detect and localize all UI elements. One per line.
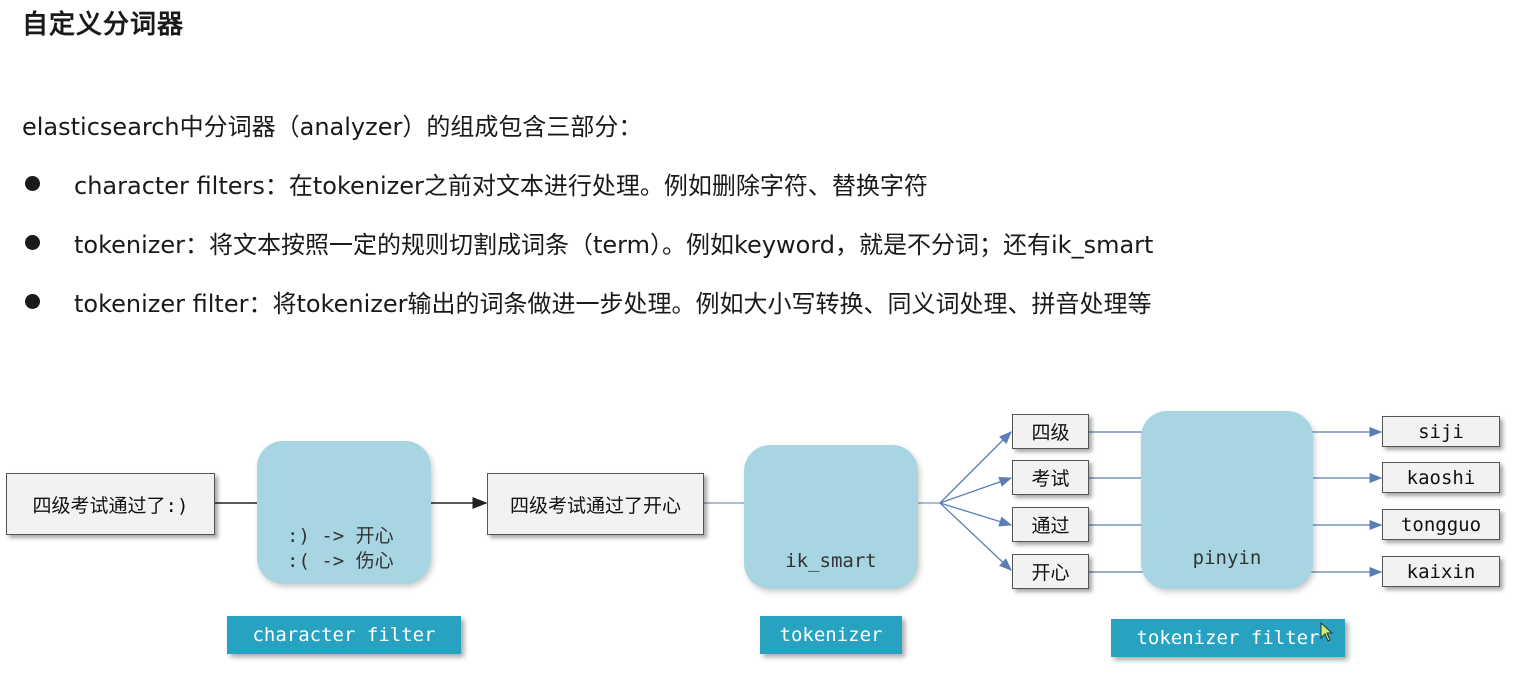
bullet-character-filters: character filters：在tokenizer之前对文本进行处理。例如… bbox=[22, 166, 928, 201]
tokenizer-name: ik_smart bbox=[785, 550, 877, 572]
character-filter-stage: :) -> 开心 :( -> 伤心 bbox=[257, 441, 431, 584]
bullet-text: tokenizer：将文本按照一定的规则切割成词条（term）。例如keywor… bbox=[74, 231, 1154, 259]
token-box: 考试 bbox=[1012, 460, 1089, 495]
token-box: 四级 bbox=[1012, 414, 1089, 449]
character-filter-tag: character filter bbox=[227, 616, 461, 654]
bullet-tokenizer: tokenizer：将文本按照一定的规则切割成词条（term）。例如keywor… bbox=[22, 225, 1153, 260]
page-title: 自定义分词器 bbox=[22, 10, 185, 40]
token-box: 开心 bbox=[1012, 554, 1089, 589]
token-box: 通过 bbox=[1012, 507, 1089, 542]
tokenizer-filter-tag: tokenizer filter bbox=[1111, 619, 1345, 657]
token-filter-name: pinyin bbox=[1192, 547, 1262, 569]
output-box: siji bbox=[1382, 416, 1500, 447]
arrow-to-token-2 bbox=[939, 476, 1013, 504]
bullet-text: character filters：在tokenizer之前对文本进行处理。例如… bbox=[74, 172, 928, 200]
tokenizer-tag: tokenizer bbox=[760, 616, 902, 654]
token-filter-stage: pinyin bbox=[1141, 411, 1313, 589]
bullet-text: tokenizer filter：将tokenizer输出的词条做进一步处理。例… bbox=[74, 290, 1152, 318]
bullet-dot bbox=[25, 176, 40, 191]
bullet-tokenizer-filter: tokenizer filter：将tokenizer输出的词条做进一步处理。例… bbox=[22, 284, 1151, 319]
bullet-dot bbox=[25, 294, 40, 309]
tokenizer-stage: ik_smart bbox=[744, 445, 918, 589]
output-box: kaoshi bbox=[1382, 462, 1500, 493]
bullet-dot bbox=[25, 235, 40, 250]
filtered-text-box: 四级考试通过了开心 bbox=[487, 473, 704, 535]
arrow-to-token-3 bbox=[939, 502, 1013, 527]
mouse-cursor-icon bbox=[1320, 622, 1334, 642]
output-box: tongguo bbox=[1382, 509, 1500, 540]
char-filter-rule: :( -> 伤心 bbox=[287, 550, 394, 572]
output-box: kaixin bbox=[1382, 556, 1500, 587]
input-text-box: 四级考试通过了:) bbox=[6, 473, 215, 535]
arrow-to-token-4 bbox=[939, 502, 1012, 571]
arrow-to-token-1 bbox=[939, 431, 1012, 504]
char-filter-rule: :) -> 开心 bbox=[287, 525, 394, 547]
intro-text: elasticsearch中分词器（analyzer）的组成包含三部分： bbox=[22, 113, 643, 141]
